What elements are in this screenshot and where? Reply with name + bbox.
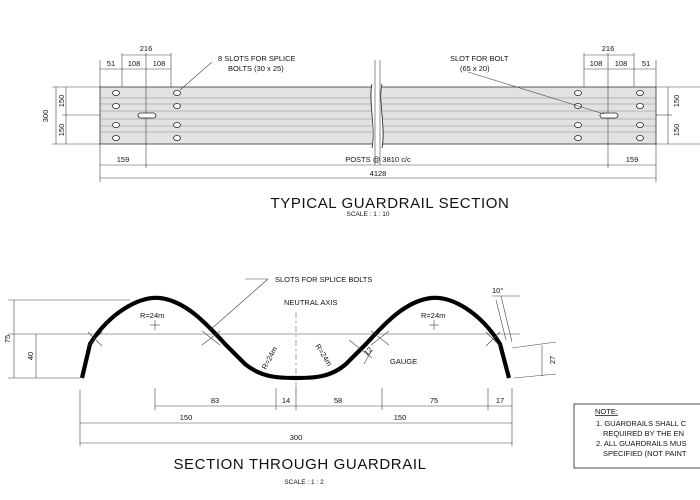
gauge-label: GAUGE bbox=[390, 357, 417, 366]
note-heading: NOTE: bbox=[595, 407, 618, 416]
radius-centers bbox=[150, 320, 439, 330]
note-line-2: REQUIRED BY THE EN bbox=[603, 429, 684, 438]
plan-view bbox=[52, 53, 700, 182]
radius-inner-right-label: R=24m bbox=[313, 342, 334, 367]
dim-14: 14 bbox=[282, 396, 290, 405]
dim-posts-spacing: POSTS @ 3810 c/c bbox=[345, 155, 411, 164]
bottom-dims-chain-1 bbox=[154, 388, 513, 410]
dim-40-left: 40 bbox=[26, 352, 35, 360]
dim-150-left-b: 150 bbox=[57, 124, 66, 137]
dim-51-left: 51 bbox=[107, 59, 115, 68]
dim-108-left-b: 108 bbox=[153, 59, 166, 68]
dim-75: 75 bbox=[430, 396, 438, 405]
bolt-slot-leader bbox=[467, 71, 605, 115]
dim-150-left-a: 150 bbox=[57, 95, 66, 108]
splice-slots-left bbox=[112, 90, 181, 141]
plan-view-labels: 216 51 108 108 216 108 108 51 8 SLOTS FO… bbox=[41, 44, 681, 218]
angle-label: 10° bbox=[492, 286, 503, 295]
radius-right-label: R=24m bbox=[421, 311, 445, 320]
dim-159-right: 159 bbox=[626, 155, 639, 164]
dim-300-height: 300 bbox=[41, 110, 50, 123]
gauge-leader bbox=[348, 339, 373, 359]
dim-108-right-b: 108 bbox=[615, 59, 628, 68]
plan-view-scale: SCALE : 1 : 10 bbox=[347, 211, 390, 218]
top-dims-left bbox=[99, 53, 172, 87]
bolt-slot-callout-line2: (65 x 20) bbox=[460, 64, 490, 73]
dim-108-right-a: 108 bbox=[590, 59, 603, 68]
dim-17: 17 bbox=[496, 396, 504, 405]
bottom-dims-chain-2 bbox=[79, 390, 513, 446]
dim-150-right-b: 150 bbox=[672, 124, 681, 137]
dim-27-right: 27 bbox=[548, 356, 557, 364]
top-dims-right bbox=[583, 53, 657, 87]
note-box: NOTE: 1. GUARDRAILS SHALL C REQUIRED BY … bbox=[573, 403, 700, 469]
splice-marks bbox=[87, 330, 501, 347]
cross-section-labels: SLOTS FOR SPLICE BOLTS NEUTRAL AXIS R=24… bbox=[3, 275, 557, 486]
dim-150-left: 150 bbox=[180, 413, 193, 422]
radius-left-label: R=24m bbox=[140, 311, 164, 320]
note-line-4: SPECIFIED (NOT PAINT bbox=[603, 449, 687, 458]
plan-view-title: TYPICAL GUARDRAIL SECTION bbox=[271, 195, 510, 212]
note-line-1: 1. GUARDRAILS SHALL C bbox=[596, 419, 687, 428]
cross-section-view bbox=[8, 278, 557, 446]
bolt-slot-callout-line1: SLOT FOR BOLT bbox=[450, 54, 509, 63]
dim-83: 83 bbox=[211, 396, 219, 405]
dim-300: 300 bbox=[290, 433, 303, 442]
dim-150-right-a: 150 bbox=[672, 95, 681, 108]
dim-108-left-a: 108 bbox=[128, 59, 141, 68]
cross-section-scale: SCALE : 1 : 2 bbox=[284, 479, 324, 486]
radius-inner-left-label: R=24m bbox=[260, 345, 279, 371]
cross-section-title: SECTION THROUGH GUARDRAIL bbox=[173, 456, 426, 473]
dim-216-right: 216 bbox=[602, 44, 615, 53]
splice-slots-callout-line1: 8 SLOTS FOR SPLICE bbox=[218, 54, 296, 63]
neutral-axis-label: NEUTRAL AXIS bbox=[284, 298, 338, 307]
splice-slots-callout-line2: BOLTS (30 x 25) bbox=[228, 64, 284, 73]
dim-150-right: 150 bbox=[394, 413, 407, 422]
splice-leader bbox=[179, 61, 213, 91]
right-vertical-dims bbox=[656, 86, 700, 145]
dim-216-left: 216 bbox=[140, 44, 153, 53]
note-line-3: 2. ALL GUARDRAILS MUS bbox=[596, 439, 687, 448]
splice-bolts-callout: SLOTS FOR SPLICE BOLTS bbox=[275, 275, 372, 284]
dim-159-left: 159 bbox=[117, 155, 130, 164]
break-line-left bbox=[370, 83, 374, 149]
dim-4128-overall: 4128 bbox=[370, 169, 387, 178]
dim-51-right: 51 bbox=[642, 59, 650, 68]
break-gap bbox=[372, 84, 382, 148]
splice-bolts-leader bbox=[209, 278, 269, 331]
dim-75-left: 75 bbox=[3, 335, 12, 343]
dim-58: 58 bbox=[334, 396, 342, 405]
break-line-right bbox=[380, 83, 384, 149]
left-vertical-dims bbox=[52, 86, 100, 145]
bottom-dims bbox=[99, 144, 657, 182]
w-beam-profile bbox=[79, 295, 512, 381]
